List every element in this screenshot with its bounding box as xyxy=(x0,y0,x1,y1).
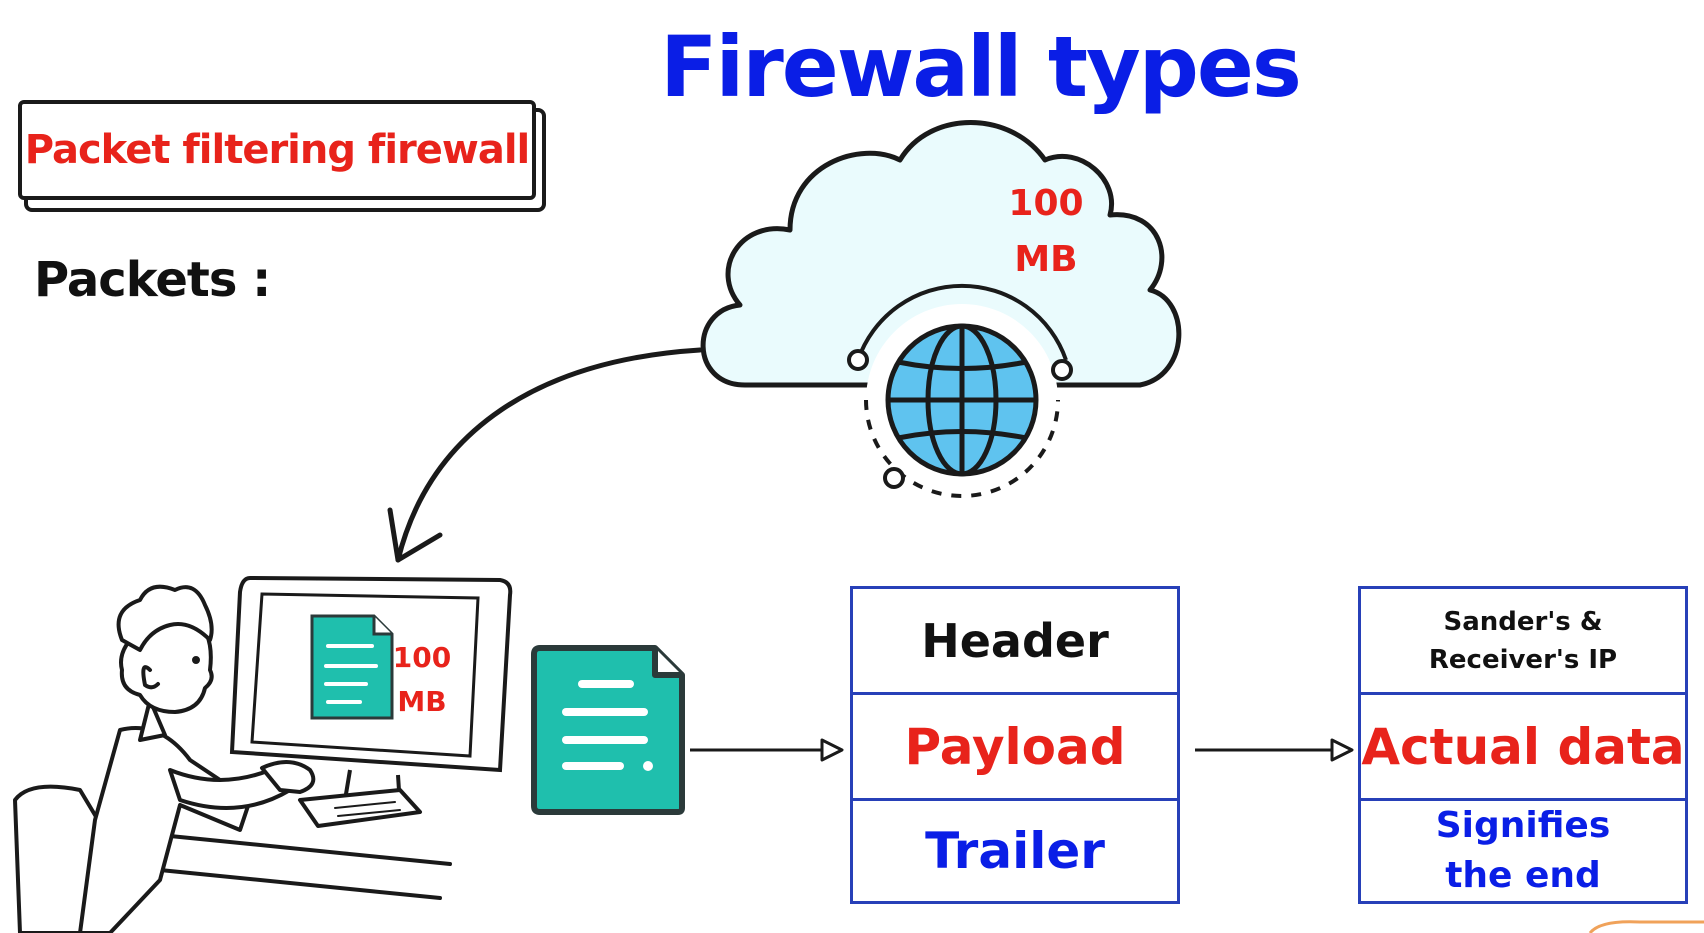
screen-size-unit: MB xyxy=(397,685,447,718)
header-cell: Header xyxy=(853,589,1177,695)
firewall-type-label: Packet filtering firewall xyxy=(18,100,536,200)
packet-description-box: Sander's & Receiver's IP Actual data Sig… xyxy=(1358,586,1688,904)
page-title: Firewall types xyxy=(660,18,1302,116)
packet-structure-box: Header Payload Trailer xyxy=(850,586,1180,904)
corner-decoration xyxy=(1588,920,1704,933)
payload-cell: Payload xyxy=(853,695,1177,801)
cloud-size-label: 100 MB xyxy=(986,176,1106,288)
cloud-size-number: 100 xyxy=(1008,183,1084,224)
trailer-cell: Trailer xyxy=(925,822,1105,880)
packets-heading: Packets : xyxy=(34,252,271,308)
arrow-to-description-icon xyxy=(1195,738,1354,762)
payload-description-cell: Actual data xyxy=(1361,695,1685,801)
header-description-cell: Sander's & Receiver's IP xyxy=(1361,589,1685,695)
person-at-computer-icon xyxy=(13,584,452,933)
firewall-type-text: Packet filtering firewall xyxy=(24,127,531,173)
arrow-to-packet-icon xyxy=(690,738,844,762)
cloud-size-unit: MB xyxy=(1014,239,1078,280)
download-arrow-icon xyxy=(387,347,703,563)
globe-icon xyxy=(847,283,1073,498)
cloud-icon xyxy=(700,120,1182,388)
monitor-icon xyxy=(229,575,513,809)
screen-size-label: 100 MB xyxy=(382,636,462,724)
screen-document-icon xyxy=(310,614,394,720)
screen-size-number: 100 xyxy=(392,641,452,674)
document-icon xyxy=(531,645,685,815)
trailer-description-cell: Signifies the end xyxy=(1435,805,1611,896)
